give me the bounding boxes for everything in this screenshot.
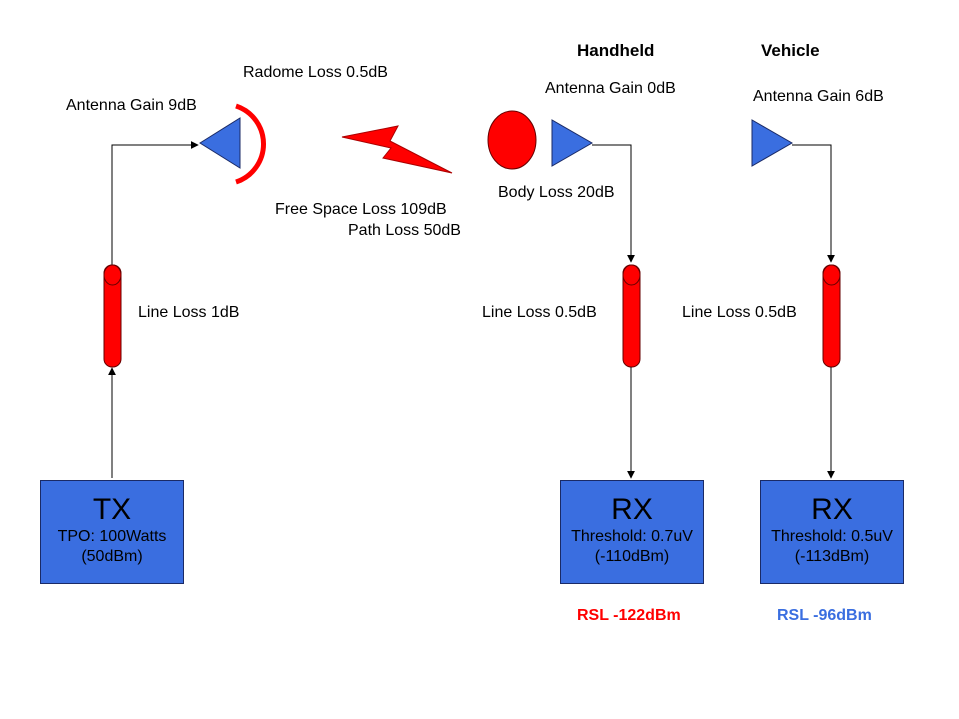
rx-handheld-dbm: (-110dBm) [594,548,670,565]
lightning-bolt-icon [341,125,453,174]
handheld-antenna-gain-label: Antenna Gain 0dB [545,80,676,97]
tx-box-power: TPO: 100Watts [57,528,167,545]
line-to-antenna-connector [111,141,199,265]
vehicle-antenna-connector [792,144,835,263]
tx-transmission-line-cap-icon [103,264,122,286]
rx-handheld-title: RX [611,493,653,526]
tx-antenna-gain-label: Antenna Gain 9dB [66,97,197,114]
vehicle-line-loss-label: Line Loss 0.5dB [682,304,797,321]
rx-vehicle-title: RX [811,493,853,526]
radome-arc-icon [235,103,267,185]
rx-vehicle-box: RX Threshold: 0.5uV (-113dBm) [760,480,904,584]
handheld-line-loss-label: Line Loss 0.5dB [482,304,597,321]
vehicle-transmission-line-cap-icon [822,264,841,286]
body-loss-label: Body Loss 20dB [498,184,615,201]
rx-handheld-threshold: Threshold: 0.7uV [571,528,693,545]
radome-loss-label: Radome Loss 0.5dB [243,64,388,81]
handheld-header: Handheld [577,41,655,60]
vehicle-antenna-gain-label: Antenna Gain 6dB [753,88,884,105]
rsl-vehicle: RSL -96dBm [777,607,872,624]
handheld-antenna-icon [551,119,594,167]
rx-vehicle-dbm: (-113dBm) [794,548,870,565]
vehicle-antenna-icon [751,119,794,167]
vehicle-header: Vehicle [761,41,820,60]
tx-line-loss-label: Line Loss 1dB [138,304,240,321]
tx-box-title: TX [92,493,132,526]
handheld-transmission-line-cap-icon [622,264,641,286]
tx-box: TX TPO: 100Watts (50dBm) [40,480,184,584]
tx-antenna-icon [199,117,241,169]
body-head-icon [487,110,537,170]
handheld-antenna-connector [592,144,635,263]
free-space-loss-label: Free Space Loss 109dB [275,201,447,218]
tx-box-dbm: (50dBm) [81,548,143,565]
rx-handheld-box: RX Threshold: 0.7uV (-110dBm) [560,480,704,584]
rsl-handheld: RSL -122dBm [577,607,681,624]
path-loss-label: Path Loss 50dB [348,222,461,239]
rx-vehicle-threshold: Threshold: 0.5uV [771,528,893,545]
